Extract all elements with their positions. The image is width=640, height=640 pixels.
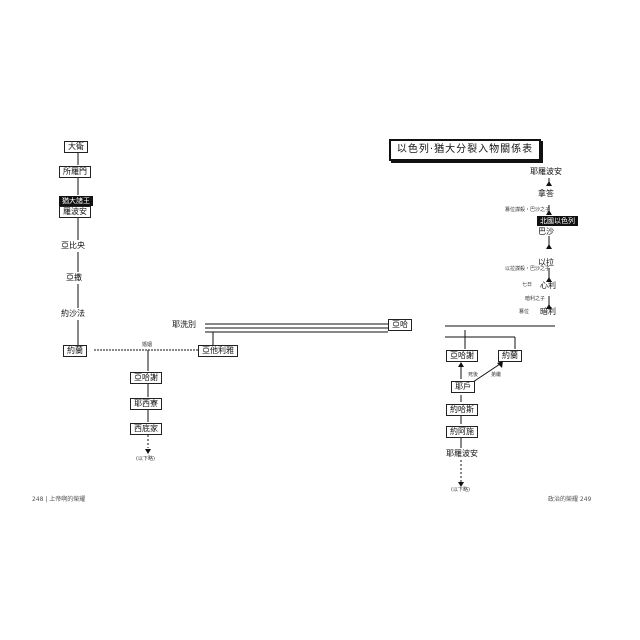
- sub-node-ahaziah: 亞哈謝: [130, 372, 162, 384]
- sub-chain-end: (以下略): [136, 456, 155, 462]
- right-node-nadab: 拿答: [538, 189, 554, 198]
- footer-left: 248 | 上帝啊的榮耀: [32, 496, 86, 503]
- right-dark-label: 北國以色列: [537, 216, 578, 226]
- lower-node-joash: 約阿施: [446, 426, 478, 438]
- left-dark-label: 猶大諸王: [59, 196, 93, 206]
- right-node-jeroboam: 耶羅波安: [530, 167, 562, 176]
- sub-node-3: 西底家: [130, 423, 162, 435]
- footer-right: 政治的榮耀 249: [548, 496, 592, 503]
- left-node-david: 大衛: [64, 141, 88, 153]
- right-note-4: 篡位: [519, 309, 530, 315]
- left-node-asa: 亞撒: [66, 273, 82, 282]
- right-node-omri: 暗利: [540, 307, 556, 316]
- lower-node-jehu: 耶戶: [451, 381, 475, 393]
- lower-node-jehoahaz: 約哈斯: [446, 404, 478, 416]
- ahab-children-note-1: 弟繼: [491, 372, 502, 378]
- right-node-baasha: 巴沙: [538, 227, 554, 236]
- left-node-rehoboam: 羅波安: [59, 206, 91, 218]
- node-athaliah: 亞他利雅: [198, 345, 238, 357]
- left-node-solomon: 所羅門: [59, 166, 91, 178]
- left-node-abijam: 亞比央: [61, 241, 85, 250]
- left-node-jehoshaphat: 約沙法: [61, 309, 85, 318]
- left-node-jehoram: 約蘭: [63, 345, 87, 357]
- right-note-1: 以拉謀殺・巴沙之子: [505, 266, 551, 272]
- right-note-2: 七日: [522, 282, 533, 288]
- right-node-elah: 以拉: [538, 258, 554, 267]
- ahab-child-joram: 約蘭: [498, 350, 522, 362]
- lower-node-jeroboam2: 耶羅波安: [446, 449, 478, 458]
- diagram-title: 以色列·猶大分裂入物關係表: [389, 139, 541, 161]
- marriage-label: 婚姻: [142, 342, 153, 348]
- ahab-child-ahaziah: 亞哈謝: [446, 350, 478, 362]
- ahab-children-note-0: 死後: [468, 372, 479, 378]
- right-note-3: 暗利之子: [525, 296, 546, 302]
- sub-node-2: 耶西寮: [130, 398, 162, 410]
- lower-chain-end: (以下略): [451, 487, 470, 493]
- node-jezebel: 耶洗別: [172, 320, 196, 329]
- node-ahab: 亞哈: [388, 319, 412, 331]
- right-node-zimri: 心利: [540, 281, 556, 290]
- right-note-0: 篡位謀殺・巴沙之子: [505, 207, 551, 213]
